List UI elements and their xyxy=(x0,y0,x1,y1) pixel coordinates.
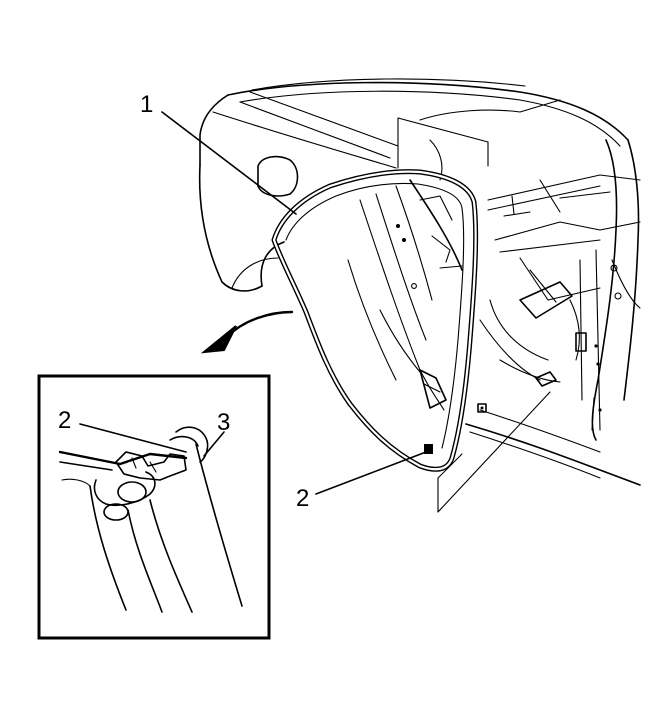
door-inner-structure xyxy=(347,179,463,411)
callout-2-inset: 2 xyxy=(58,407,71,434)
vehicle-body xyxy=(198,78,641,486)
callout-2-main: 2 xyxy=(296,485,309,512)
inset-leader-lines xyxy=(79,423,225,457)
detail-arrow xyxy=(200,310,294,354)
section-cut-lines xyxy=(397,117,551,513)
callout-1: 1 xyxy=(140,91,153,118)
door-weatherstrip xyxy=(271,169,479,472)
leader-lines xyxy=(161,111,427,495)
callout-3-inset: 3 xyxy=(217,409,230,436)
inset-detail xyxy=(37,374,271,640)
